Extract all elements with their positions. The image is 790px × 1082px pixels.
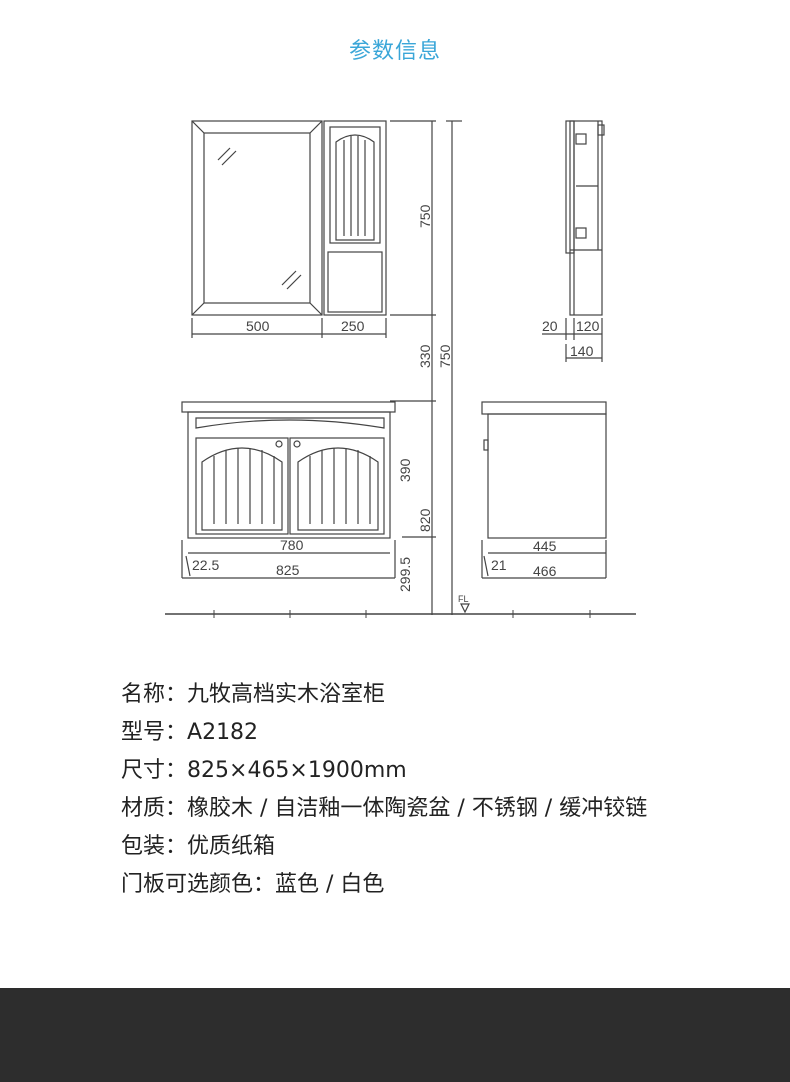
vanity-front [181, 401, 396, 539]
footer-bar [0, 988, 790, 1082]
dim-cabinet-width: 250 [341, 318, 365, 334]
section-title: 参数信息 [348, 39, 441, 64]
spec-list: 名称：九牧高档实木浴室柜 型号：A2182 尺寸：825×465×1900mm … [121, 676, 647, 904]
dim-gap-height: 330 [417, 344, 433, 368]
dim-mirror-height: 750 [417, 204, 433, 228]
side-cabinet [323, 120, 387, 316]
dim-body-width: 780 [280, 537, 304, 553]
dim-mirror-width: 500 [246, 318, 270, 334]
dim-vanity-height: 390 [397, 458, 413, 482]
mirror-frame [191, 120, 323, 316]
vanity-side [481, 401, 607, 539]
spec-row-colors: 门板可选颜色：蓝色 / 白色 [121, 872, 385, 897]
spec-row-size: 尺寸：825×465×1900mm [121, 758, 407, 783]
dim-vanity-depth: 445 [533, 538, 557, 554]
dim-side-total: 140 [570, 343, 594, 359]
dim-bottom-offset: 299.5 [397, 557, 413, 592]
dim-overall-depth: 466 [533, 563, 557, 579]
dim-depth-offset: 21 [491, 557, 507, 573]
dim-left-offset: 22.5 [192, 557, 219, 573]
spec-row-name: 名称：九牧高档实木浴室柜 [121, 682, 386, 707]
dim-vanity-floor: 820 [417, 508, 433, 532]
side-view-mirror [565, 120, 605, 316]
dim-side-depth: 120 [576, 318, 600, 334]
dim-overall-width: 825 [276, 562, 300, 578]
dim-total-height: 750 [437, 344, 453, 368]
floor-label: FL [458, 594, 469, 604]
spec-row-material: 材质：橡胶木 / 自洁釉一体陶瓷盆 / 不锈钢 / 缓冲铰链 [121, 796, 648, 821]
technical-drawing: 500 250 750 330 750 390 820 299.5 780 22… [165, 120, 636, 618]
spec-row-package: 包装：优质纸箱 [121, 834, 276, 859]
spec-row-model: 型号：A2182 [121, 720, 259, 745]
dim-side-gap: 20 [542, 318, 558, 334]
